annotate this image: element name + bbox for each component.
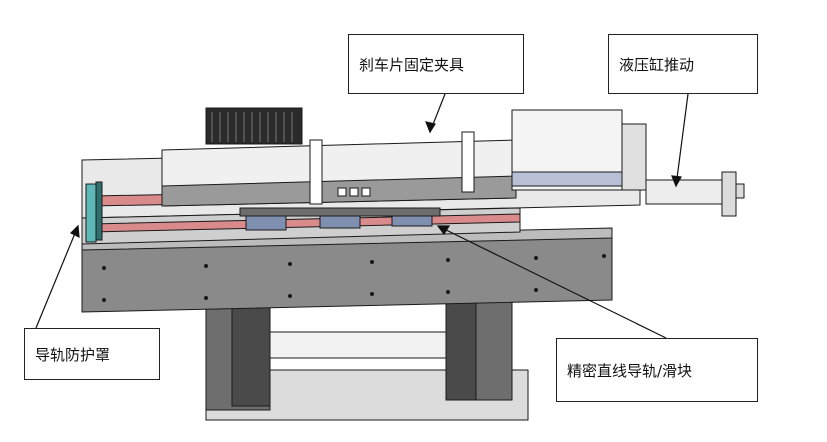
brake-clamp-assembly <box>161 107 517 207</box>
hydraulic-cylinder <box>511 109 745 217</box>
rod-end <box>721 171 737 217</box>
linear-rail-leader <box>437 225 667 339</box>
label-hydraulic-push: 液压缸推动 <box>608 34 758 94</box>
right-leg-face <box>445 297 477 401</box>
rail-guard-leader <box>35 225 79 329</box>
label-brake-clamp: 刹车片固定夹具 <box>348 34 524 94</box>
rail-guard-part <box>85 181 103 243</box>
label-rail-guard: 导轨防护罩 <box>24 328 160 380</box>
base-frame <box>205 297 529 421</box>
label-linear-rail: 精密直线导轨/滑块 <box>556 338 758 402</box>
heat-sink <box>205 107 303 145</box>
rail-sliders <box>239 207 441 231</box>
hydraulic-leader <box>675 93 689 187</box>
piston-rod <box>645 179 727 205</box>
slider-block <box>245 215 287 231</box>
crossbar <box>269 331 447 359</box>
leader-lines <box>35 93 689 339</box>
left-leg-face <box>231 297 271 407</box>
carriage-plate <box>239 207 441 217</box>
bolt-row <box>337 187 371 197</box>
